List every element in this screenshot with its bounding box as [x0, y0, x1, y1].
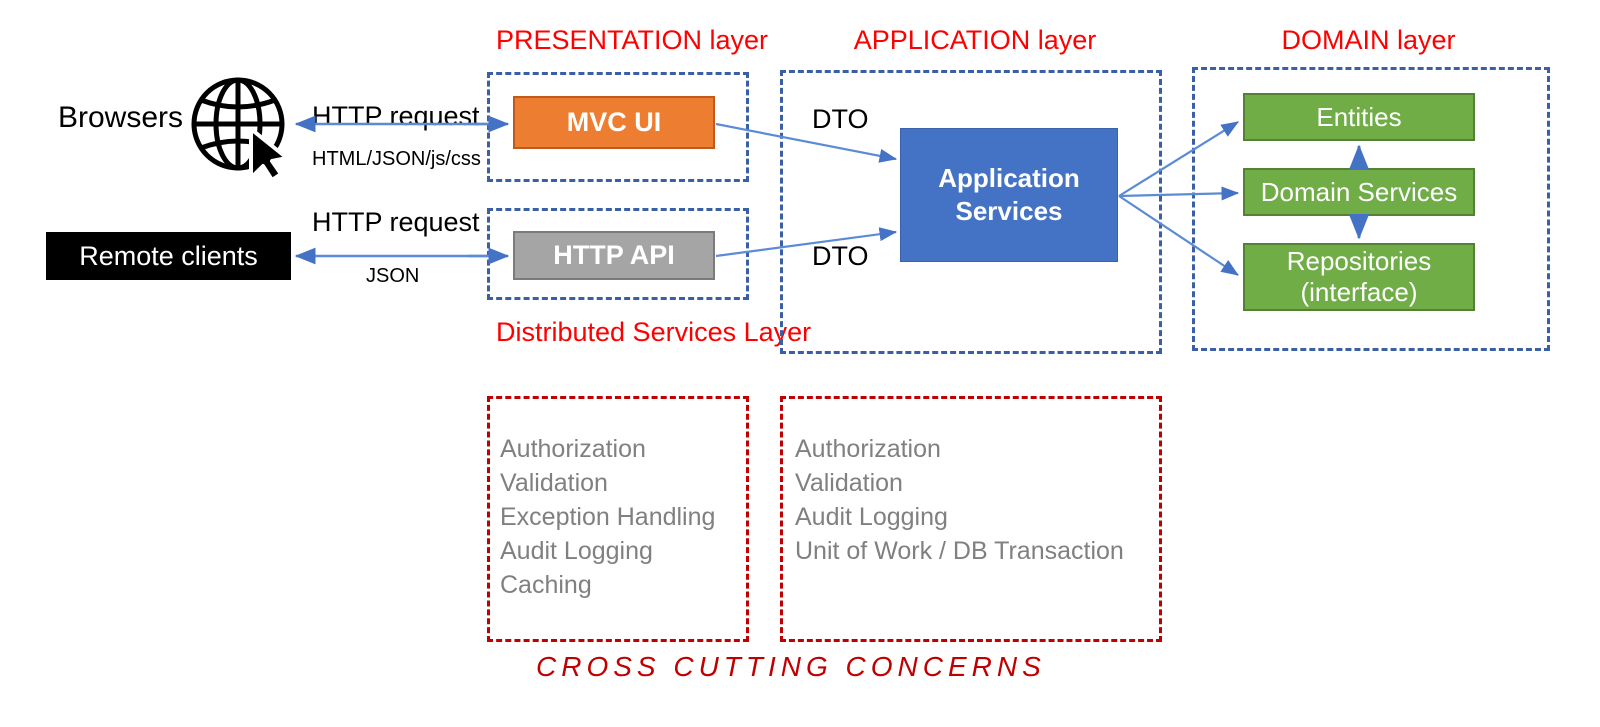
crosscut-item: Audit Logging	[500, 537, 653, 565]
dto-bottom-label: DTO	[812, 241, 869, 271]
crosscut-item: Audit Logging	[795, 503, 948, 531]
remote-clients-box: Remote clients	[46, 232, 291, 280]
crosscut-frame-distributed	[487, 396, 749, 642]
http-api-box: HTTP API	[513, 231, 715, 280]
globe-with-cursor-icon	[191, 77, 289, 182]
crosscut-list-application: Authorization Validation Audit Logging U…	[795, 432, 1124, 568]
crosscut-item: Exception Handling	[500, 503, 716, 531]
crosscut-item: Validation	[795, 469, 903, 497]
repositories-line-2: (interface)	[1300, 277, 1418, 307]
crosscut-frame-application	[780, 396, 1162, 642]
crosscut-item: Authorization	[500, 435, 646, 463]
repositories-box: Repositories (interface)	[1243, 243, 1475, 311]
application-services-box: Application Services	[900, 128, 1118, 262]
remote-response-label: JSON	[366, 265, 420, 287]
browser-response-label: HTML/JSON/js/css	[312, 148, 481, 170]
crosscut-list-distributed: Authorization Validation Exception Handl…	[500, 432, 715, 602]
domain-services-box: Domain Services	[1243, 168, 1475, 216]
dto-top-label: DTO	[812, 104, 869, 134]
mvc-ui-box: MVC UI	[513, 96, 715, 149]
browser-http-request-label: HTTP request	[312, 101, 480, 131]
domain-layer-caption: DOMAIN layer	[1281, 25, 1456, 55]
browsers-label: Browsers	[58, 101, 184, 134]
repositories-line-1: Repositories	[1286, 246, 1432, 276]
crosscut-item: Unit of Work / DB Transaction	[795, 537, 1124, 565]
crosscut-item: Validation	[500, 469, 608, 497]
crosscut-footer-label: CROSS CUTTING CONCERNS	[536, 651, 1046, 682]
application-services-line-1: Application	[938, 163, 1080, 193]
crosscut-item: Caching	[500, 571, 592, 599]
entities-box: Entities	[1243, 93, 1475, 141]
application-layer-caption: APPLICATION layer	[853, 25, 1097, 55]
application-services-line-2: Services	[955, 196, 1063, 226]
remote-http-request-label: HTTP request	[312, 207, 480, 237]
crosscut-item: Authorization	[795, 435, 941, 463]
distributed-services-layer-caption: Distributed Services Layer	[496, 317, 812, 347]
presentation-layer-caption: PRESENTATION layer	[496, 25, 769, 55]
